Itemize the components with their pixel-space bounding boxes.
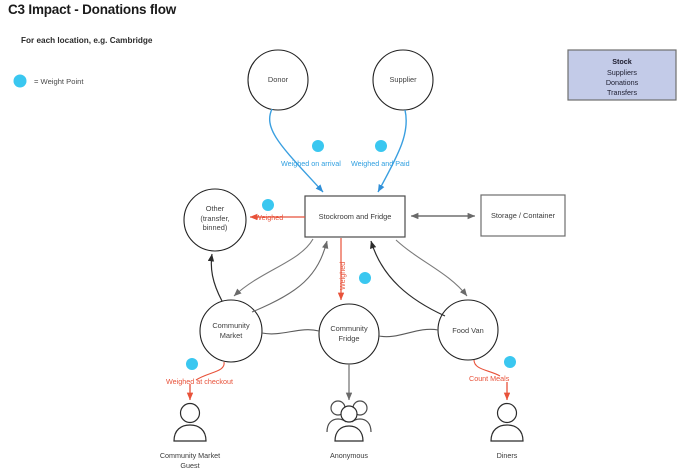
person-icon-diners bbox=[490, 402, 524, 442]
person-icon-community-market-guest bbox=[173, 402, 207, 442]
stock-box-item-donations: Donations bbox=[605, 78, 639, 87]
edge-label-weighed-and-paid: Weighed and Paid bbox=[351, 159, 410, 168]
edge-donor-to-stockroom bbox=[269, 108, 324, 193]
node-community-market[interactable] bbox=[199, 299, 263, 363]
node-food-van[interactable] bbox=[437, 299, 499, 361]
edge-label-weighed-other: Weighed bbox=[255, 213, 284, 222]
weight-point-fridge bbox=[359, 272, 371, 284]
weight-point-arrival bbox=[312, 140, 324, 152]
edge-food-van-to-community-fridge bbox=[378, 328, 439, 338]
edge-label-weighed-on-arrival: Weighed on arrival bbox=[281, 159, 341, 168]
weight-point-foodvan bbox=[504, 356, 516, 368]
node-storage-container[interactable] bbox=[480, 194, 566, 237]
stock-box-item-suppliers: Suppliers bbox=[607, 68, 637, 77]
stock-box-title: Stock bbox=[612, 57, 632, 66]
page-subtitle: For each location, e.g. Cambridge bbox=[21, 36, 153, 45]
node-other[interactable] bbox=[183, 188, 247, 252]
connector-market-weightpoint bbox=[195, 361, 225, 381]
node-label-stockroom: Stockroom and Fridge bbox=[318, 212, 392, 221]
edge-label-weighed-at-checkout: Weighed at checkout bbox=[166, 377, 233, 386]
edge-community-fridge-to-community-market bbox=[261, 329, 320, 335]
actor-label-community-market-guest: Community Market Guest bbox=[159, 451, 221, 470]
actor-label-anonymous: Anonymous bbox=[330, 451, 368, 460]
node-donor[interactable] bbox=[247, 49, 309, 111]
weight-point-paid bbox=[375, 140, 387, 152]
edge-community-market-to-stockroom bbox=[251, 240, 329, 313]
edge-stockroom-to-community-market bbox=[233, 238, 314, 297]
actor-label-diners: Diners bbox=[496, 451, 518, 460]
legend-weight-point-dot bbox=[13, 74, 27, 88]
people-group-icon-anonymous bbox=[326, 400, 372, 442]
edge-label-count-meals: Count Meals bbox=[469, 374, 510, 383]
edge-supplier-to-stockroom bbox=[377, 109, 407, 193]
connector-foodvan-weightpoint bbox=[473, 359, 501, 377]
node-community-fridge[interactable] bbox=[318, 303, 380, 365]
weight-point-other bbox=[262, 199, 274, 211]
stock-box-item-transfers: Transfers bbox=[606, 88, 638, 97]
edge-community-market-to-other bbox=[207, 253, 223, 302]
edge-food-van-to-stockroom bbox=[370, 240, 446, 317]
page-title: C3 Impact - Donations flow bbox=[8, 2, 177, 17]
edge-label-weighed-fridge: Weighed bbox=[338, 261, 347, 290]
edge-stockroom-to-food-van bbox=[395, 239, 468, 297]
node-stockroom-and-fridge[interactable] bbox=[304, 195, 406, 238]
stock-box bbox=[567, 49, 677, 101]
weight-point-market bbox=[186, 358, 198, 370]
legend-label: = Weight Point bbox=[34, 77, 84, 86]
node-label-storage: Storage / Container bbox=[490, 211, 556, 220]
node-supplier[interactable] bbox=[372, 49, 434, 111]
